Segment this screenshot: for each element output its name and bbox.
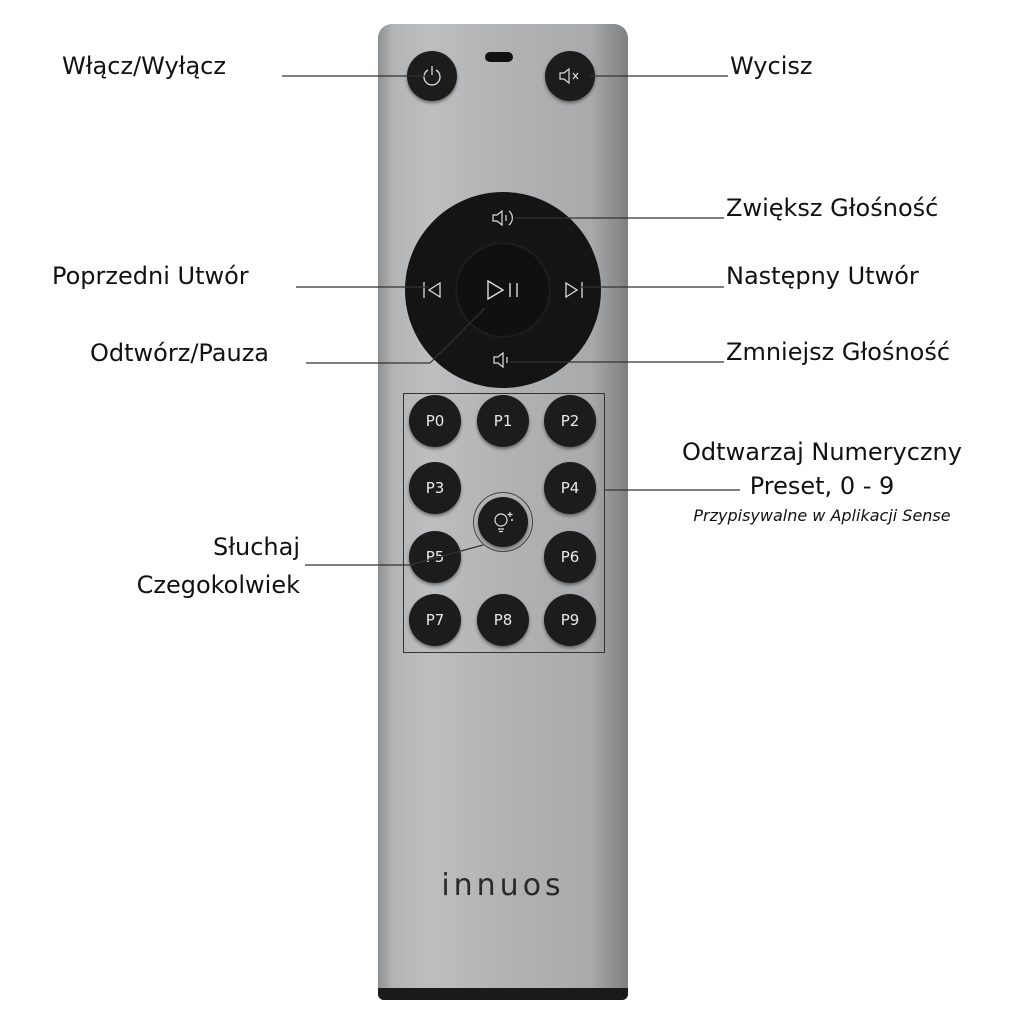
next-icon[interactable] [563,280,585,300]
preset-button-p5[interactable]: P5 [409,531,461,583]
label-power: Włącz/Wyłącz [62,52,226,80]
innuos-logo: innuos [441,868,565,903]
preset-button-p8[interactable]: P8 [477,594,529,646]
remote-base [378,988,628,1000]
preset-button-p6[interactable]: P6 [544,531,596,583]
label-presets-line1: Odtwarzaj Numeryczny [682,438,962,466]
preset-button-p7[interactable]: P7 [409,594,461,646]
preset-button-p3[interactable]: P3 [409,462,461,514]
label-previous: Poprzedni Utwór [52,262,249,290]
lightbulb-icon [494,512,513,533]
label-listen-line1: Słuchaj [212,533,300,561]
label-next: Następny Utwór [726,262,919,290]
previous-icon[interactable] [421,280,443,300]
volume-up-icon[interactable] [491,208,517,228]
mute-button[interactable] [545,51,595,101]
preset-button-p1[interactable]: P1 [477,395,529,447]
preset-button-p4[interactable]: P4 [544,462,596,514]
listen-button-ring [473,492,533,552]
preset-button-p2[interactable]: P2 [544,395,596,447]
label-mute: Wycisz [730,52,813,80]
label-presets-line2: Preset, 0 - 9 [749,472,895,500]
play-pause-icon [487,279,518,301]
preset-button-p9[interactable]: P9 [544,594,596,646]
volume-down-icon[interactable] [492,351,514,369]
power-icon [423,66,441,86]
label-volume-up: Zwiększ Głośność [726,194,939,222]
label-volume-down: Zmniejsz Głośność [726,338,951,366]
label-listen-line2: Czegokolwiek [136,571,300,599]
preset-group [403,393,605,653]
led-indicator [485,52,513,62]
mute-icon [559,68,579,84]
preset-button-p0[interactable]: P0 [409,395,461,447]
label-presets-note: Przypisywalne w Aplikacji Sense [693,506,951,525]
label-play-pause: Odtwórz/Pauza [90,339,270,367]
listen-anything-button[interactable] [478,497,528,547]
